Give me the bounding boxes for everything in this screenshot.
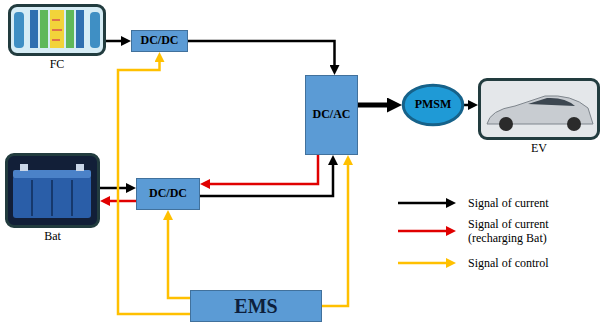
- plate: [30, 10, 38, 48]
- cell-seams: [32, 180, 72, 216]
- tank: [14, 12, 24, 48]
- connector: [464, 104, 474, 107]
- connector: [358, 103, 396, 108]
- car-picture: [479, 79, 599, 139]
- tank: [90, 12, 100, 48]
- motor-circle: PMSM: [402, 84, 464, 126]
- node-label: DC/DC: [141, 34, 179, 48]
- image-frame: Bat: [5, 153, 100, 228]
- connector: [188, 41, 335, 71]
- image-caption: EV: [471, 142, 607, 156]
- connector: [204, 155, 318, 184]
- legend-text: Signal of current: [468, 196, 598, 210]
- connector: [200, 159, 333, 196]
- image-frame: FC: [8, 4, 106, 56]
- plate: [66, 10, 74, 48]
- node-label: DC/AC: [313, 108, 351, 122]
- terminal: [20, 164, 28, 171]
- connector: [106, 40, 127, 43]
- battery-picture: [6, 154, 99, 227]
- battery-lid: [13, 170, 91, 178]
- connector: [100, 187, 132, 190]
- plate: [40, 10, 48, 48]
- connector: [322, 159, 348, 306]
- legend-sample-line: [398, 230, 452, 233]
- process-box: DC/DC: [131, 30, 188, 52]
- flow-marks: [52, 20, 62, 40]
- image-caption: Bat: [0, 230, 107, 244]
- fuel-cell-ground: [9, 5, 105, 55]
- legend-sample-line: [398, 262, 452, 265]
- wheel: [499, 117, 513, 131]
- plate: [76, 10, 84, 48]
- fuel-cell-picture: [9, 5, 105, 55]
- wheel: [567, 117, 581, 131]
- process-box: EMS: [190, 290, 322, 322]
- process-box: DC/DC: [136, 178, 200, 210]
- battery-ground: [6, 154, 99, 227]
- node-label: DC/DC: [149, 187, 187, 201]
- connector: [104, 200, 136, 203]
- car-ground: [479, 79, 599, 139]
- node-label: PMSM: [415, 98, 452, 112]
- legend-sample-line: [398, 202, 452, 205]
- image-frame: EV: [478, 78, 600, 140]
- battery-pack: [13, 176, 91, 218]
- terminal: [76, 164, 84, 171]
- plate: [50, 10, 64, 48]
- connector: [168, 214, 190, 298]
- legend-text: Signal of control: [468, 256, 598, 270]
- legend-text: Signal of current (recharging Bat): [468, 217, 598, 245]
- car-window: [528, 98, 575, 106]
- process-box: DC/AC: [305, 75, 358, 155]
- motor-ellipse: [403, 85, 463, 124]
- image-caption: FC: [1, 58, 113, 72]
- node-label: EMS: [234, 295, 277, 318]
